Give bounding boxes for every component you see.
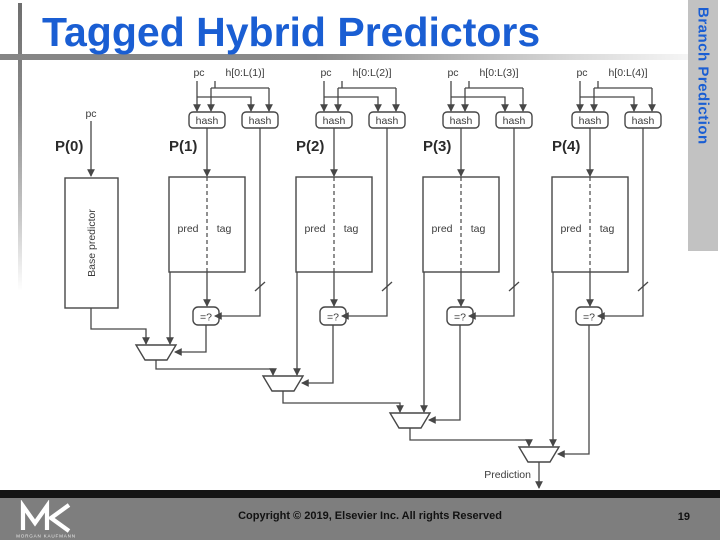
history-label: h[0:L(2)]	[352, 67, 391, 79]
bus-width-tick	[381, 281, 393, 292]
mux-output-wire	[155, 360, 277, 377]
tag-column-label: tag	[344, 223, 359, 235]
base-to-mux-wire	[90, 308, 150, 346]
predictor-name-label: P(0)	[55, 138, 83, 155]
hash2-to-compare-wire	[467, 128, 515, 320]
tag-column-label: tag	[471, 223, 486, 235]
tag-column-label: tag	[217, 223, 232, 235]
compare-to-mux-select-wire	[173, 325, 207, 356]
pred-column-label: pred	[560, 223, 581, 235]
pc-to-hash2-wire	[324, 96, 382, 113]
compare-to-mux-select-wire	[427, 325, 461, 424]
hash2-label: hash	[503, 115, 526, 127]
hash2-label: hash	[376, 115, 399, 127]
hash1-label: hash	[196, 115, 219, 127]
hash2-to-compare-wire	[340, 128, 388, 320]
hash2-label: hash	[249, 115, 272, 127]
logo-k-glyph	[47, 503, 71, 533]
hash1-label: hash	[450, 115, 473, 127]
pc-label: pc	[447, 67, 458, 79]
prediction-label: Prediction	[484, 469, 531, 481]
pred-column-label: pred	[177, 223, 198, 235]
predictor-name-label: P(3)	[423, 138, 451, 155]
compare-to-mux-select-wire	[300, 325, 334, 387]
pc-to-hash2-wire	[197, 96, 255, 113]
mux-output-wire	[282, 391, 404, 414]
base-predictor-column: pc P(0) Base predictor	[55, 108, 150, 346]
predictor-column-p4: pc h[0:L(4)] hash hash P(4) pred tag =?	[484, 67, 662, 490]
bus-width-tick	[508, 281, 520, 292]
pc-label: pc	[193, 67, 204, 79]
hash2-to-compare-wire	[596, 128, 644, 320]
compare-label: =?	[327, 312, 339, 324]
compare-to-mux-select-wire	[556, 325, 590, 458]
history-label: h[0:L(3)]	[479, 67, 518, 79]
hash1-label: hash	[323, 115, 346, 127]
history-bus-wire	[338, 81, 396, 89]
predictor-column-p3: pc h[0:L(3)] hash hash P(3) pred tag =?	[388, 67, 533, 448]
mux	[261, 375, 305, 392]
sidebar-label: Branch Prediction	[694, 7, 712, 145]
mux	[517, 446, 561, 463]
pc-label: pc	[85, 108, 96, 120]
pred-column-label: pred	[304, 223, 325, 235]
pc-label: pc	[320, 67, 331, 79]
page-number: 19	[677, 511, 690, 523]
compare-label: =?	[583, 312, 595, 324]
logo-m-glyph	[20, 500, 50, 530]
hash2-to-compare-wire	[213, 128, 261, 320]
bus-width-tick	[637, 281, 649, 292]
page-title: Tagged Hybrid Predictors	[42, 9, 541, 55]
bus-width-tick	[254, 281, 266, 292]
mux	[134, 344, 178, 361]
pc-to-hash2-wire	[451, 96, 509, 113]
compare-label: =?	[200, 312, 212, 324]
footer: MORGAN KAUFMANN Copyright © 2019, Elsevi…	[0, 498, 720, 540]
pred-column-label: pred	[431, 223, 452, 235]
history-bus-wire	[465, 81, 523, 89]
logo-wordmark: MORGAN KAUFMANN	[16, 534, 76, 539]
predictor-name-label: P(4)	[552, 138, 580, 155]
hash2-label: hash	[632, 115, 655, 127]
history-bus-wire	[594, 81, 652, 89]
predictor-column-p1: pc h[0:L(1)] hash hash P(1) pred tag =?	[134, 67, 279, 377]
tag-column-label: tag	[600, 223, 615, 235]
copyright-text: Copyright © 2019, Elsevier Inc. All righ…	[238, 510, 502, 522]
base-predictor-box-label: Base predictor	[86, 209, 98, 277]
publisher-logo: MORGAN KAUFMANN	[16, 500, 76, 539]
history-label: h[0:L(1)]	[225, 67, 264, 79]
title-underline-rule	[0, 54, 700, 60]
predictor-column-p2: pc h[0:L(2)] hash hash P(2) pred tag =?	[261, 67, 406, 414]
history-label: h[0:L(4)]	[608, 67, 647, 79]
mux	[388, 412, 432, 429]
mux-output-wire	[409, 428, 533, 448]
predictor-name-label: P(1)	[169, 138, 197, 155]
hash1-label: hash	[579, 115, 602, 127]
left-accent-line	[18, 3, 22, 291]
pc-to-hash2-wire	[580, 96, 638, 113]
sidebar-tab: Branch Prediction	[688, 0, 718, 251]
compare-label: =?	[454, 312, 466, 324]
pc-label: pc	[576, 67, 587, 79]
footer-top-bar	[0, 490, 720, 498]
history-bus-wire	[211, 81, 269, 89]
predictor-name-label: P(2)	[296, 138, 324, 155]
